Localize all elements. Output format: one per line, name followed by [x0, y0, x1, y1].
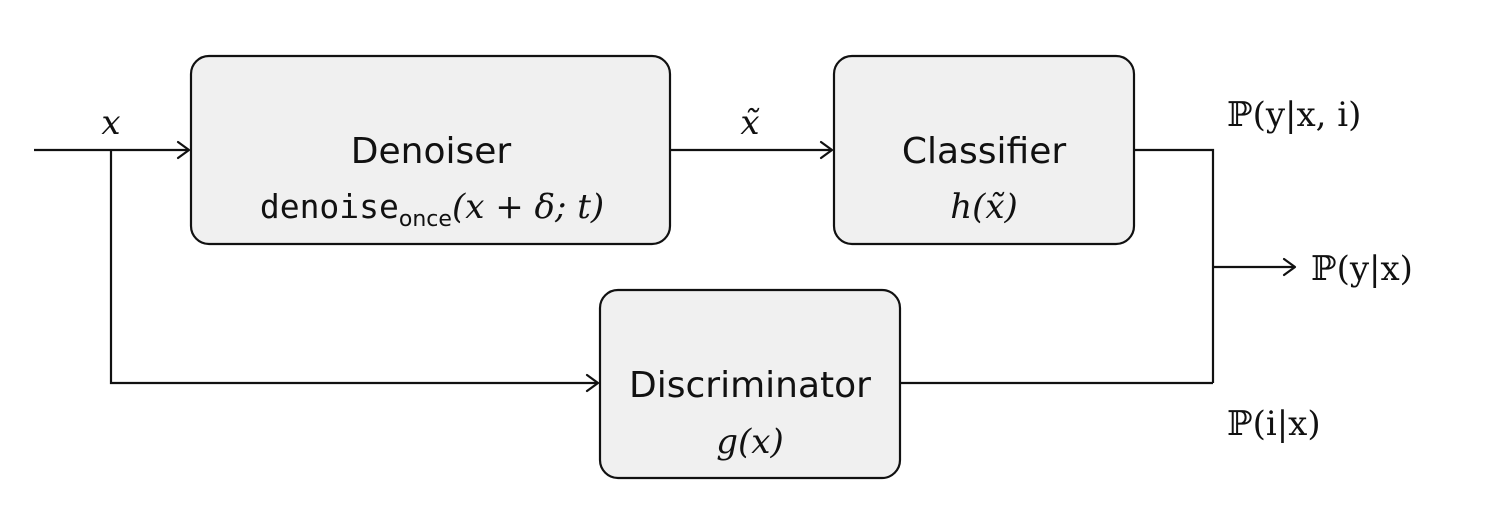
classifier-title: Classifier: [902, 131, 1067, 172]
discriminator-title: Discriminator: [629, 365, 871, 406]
classifier-output-wire: [1134, 148, 1215, 383]
final-output-arrowhead: [1282, 257, 1297, 277]
denoiser-title: Denoiser: [351, 131, 512, 172]
branch-to-discriminator: [109, 150, 598, 385]
input-arrowhead: [176, 140, 191, 160]
discriminator-function: g(x): [716, 422, 783, 462]
denoiser-function: denoiseonce(x + δ; t): [260, 187, 604, 232]
classifier-function: h(x̃): [950, 187, 1018, 227]
input-label: x: [101, 103, 120, 143]
denoised-arrowhead: [819, 140, 834, 160]
denoiser-func-subscript: once: [399, 207, 452, 232]
final-prob-label: ℙ(y|x): [1311, 249, 1413, 289]
denoised-label: x̃: [740, 103, 760, 143]
denoiser-func-args: (x + δ; t): [452, 187, 604, 227]
classifier-prob-label: ℙ(y|x, i): [1227, 95, 1361, 135]
discriminator-prob-label: ℙ(i|x): [1227, 404, 1321, 444]
discriminator-arrowhead: [585, 373, 600, 393]
denoiser-func-name: denoise: [260, 187, 399, 226]
